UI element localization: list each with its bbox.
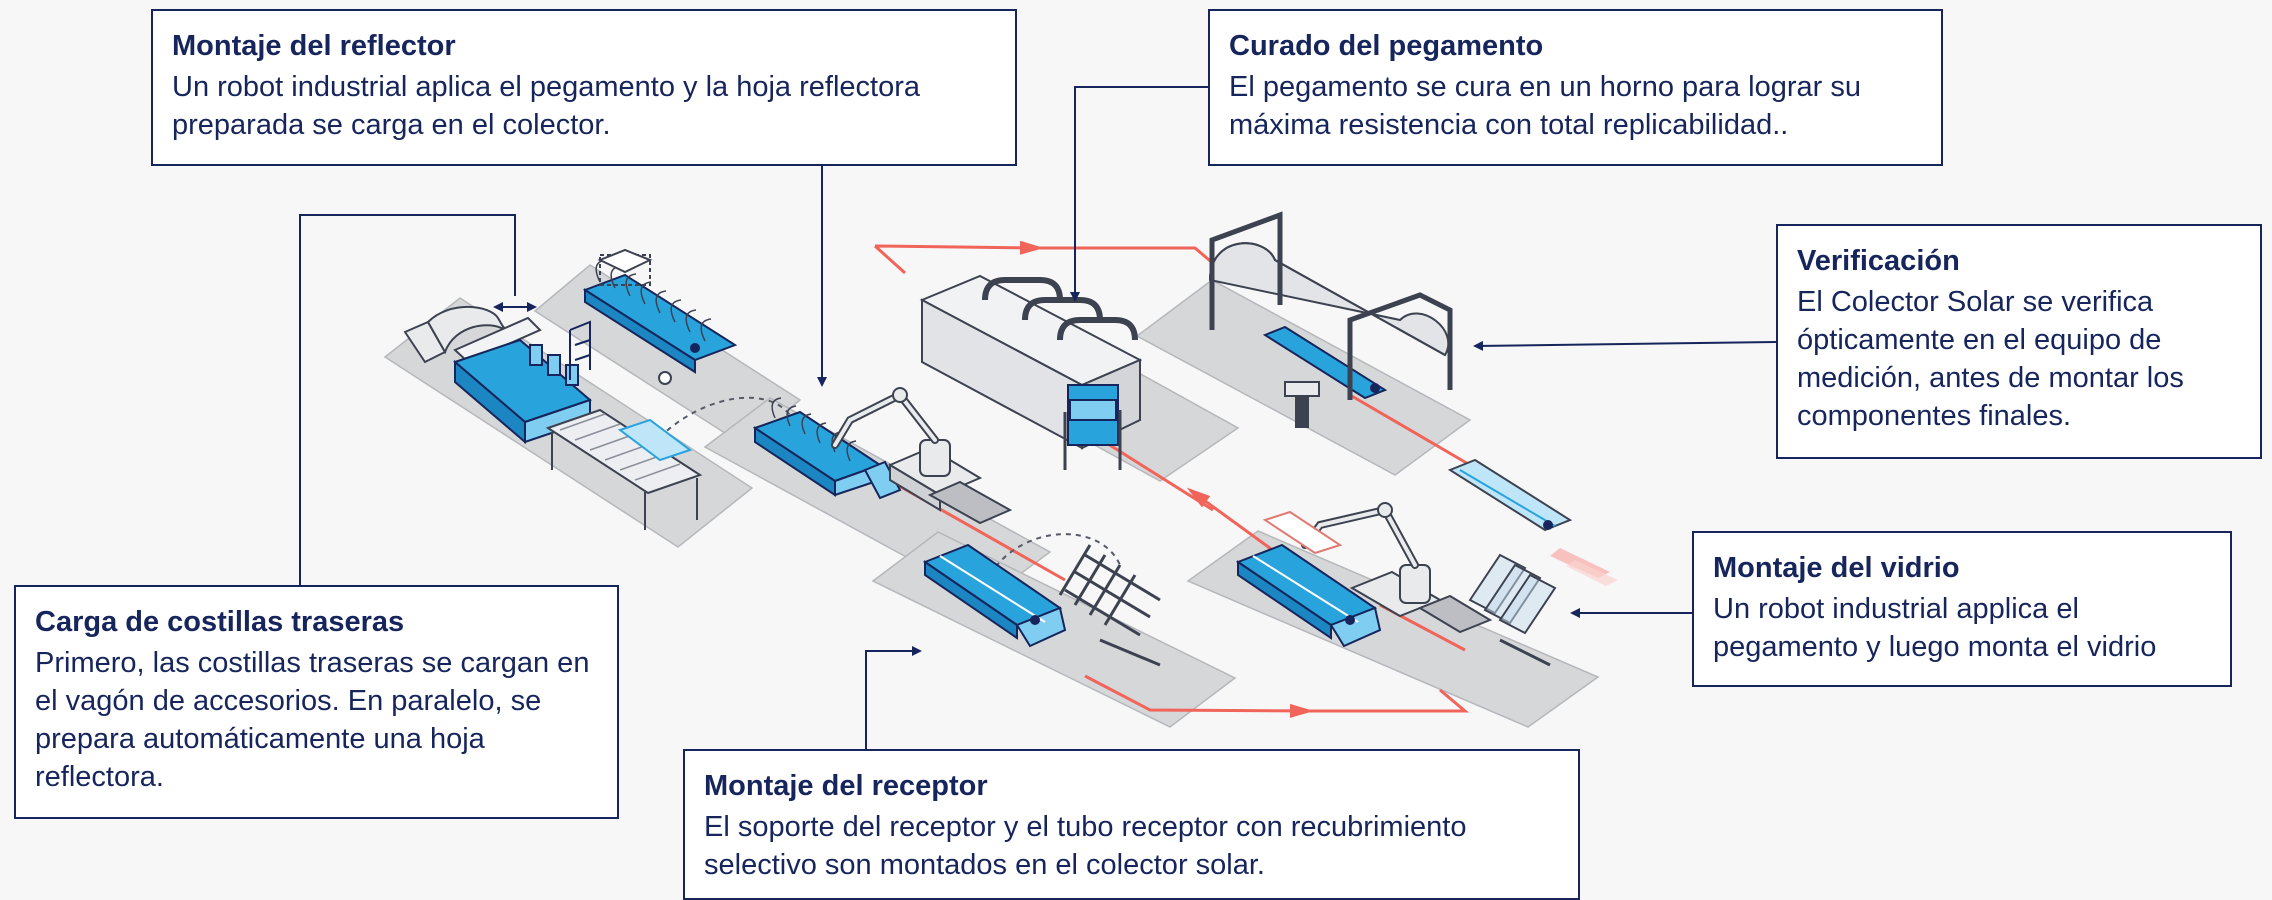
callout-montaje-vidrio: Montaje del vidrio Un robot industrial a… — [1692, 531, 2232, 687]
callout-montaje-receptor: Montaje del receptor El soporte del rece… — [683, 749, 1580, 900]
accessory-wagon-icon — [453, 320, 592, 445]
callout-carga-costillas: Carga de costillas traseras Primero, las… — [14, 585, 619, 819]
reflector-prep-station — [582, 248, 738, 385]
callout-verificacion: Verificación El Colector Solar se verifi… — [1776, 224, 2262, 459]
measurement-tunnel-icon — [1208, 211, 1453, 428]
glass-robot-arm-icon — [1262, 502, 1443, 618]
callout-title: Montaje del receptor — [704, 770, 988, 802]
callout-montaje-reflector: Montaje del reflector Un robot industria… — [151, 9, 1017, 166]
flow-segment-bottom-b — [1310, 688, 1470, 713]
conveyor-icon — [545, 408, 703, 530]
callout-title: Montaje del reflector — [172, 30, 456, 62]
callout-description: Un robot industrial aplica el pegamento … — [172, 71, 920, 141]
robot-arm-icon — [831, 387, 983, 512]
flow-segment-top — [873, 246, 1040, 275]
glass-panels-icon — [1468, 553, 1557, 635]
flow-segment-bottom — [1084, 674, 1314, 718]
finished-collector-icon — [1447, 458, 1573, 532]
costillas-station — [403, 305, 703, 530]
callout-description: El Colector Solar se verifica ópticament… — [1797, 286, 2184, 432]
flow-fade — [1550, 548, 1618, 586]
connector-verificacion — [1473, 340, 1777, 351]
callout-title: Montaje del vidrio — [1713, 552, 1960, 584]
oven-icon — [919, 274, 1143, 470]
callout-title: Verificación — [1797, 245, 1960, 277]
connector-receptor — [865, 646, 922, 749]
flow-segment-verify — [1349, 393, 1471, 467]
callout-connectors — [299, 86, 1777, 749]
glass-assembly-station — [1235, 502, 1557, 667]
callout-description: Un robot industrial applica el pegamento… — [1713, 593, 2157, 663]
connector-costillas — [299, 214, 516, 585]
receptor-assembly-station — [922, 543, 1161, 667]
callout-title: Carga de costillas traseras — [35, 606, 405, 638]
glass-rack-icon — [1058, 544, 1161, 667]
callout-description: El soporte del receptor y el tubo recept… — [704, 811, 1467, 881]
callout-curado-pegamento: Curado del pegamento El pegamento se cur… — [1208, 9, 1943, 166]
flow-segment-top-b — [1040, 246, 1216, 267]
callout-description: El pegamento se cura en un horno para lo… — [1229, 71, 1861, 141]
reflector-sheet-unit-icon — [403, 305, 542, 364]
callout-title: Curado del pegamento — [1229, 30, 1544, 62]
floor-plate-verification — [1135, 279, 1472, 476]
reflector-assembly-station — [752, 387, 1013, 525]
callout-description: Primero, las costillas traseras se carga… — [35, 647, 590, 793]
connector-curado — [1070, 86, 1208, 302]
